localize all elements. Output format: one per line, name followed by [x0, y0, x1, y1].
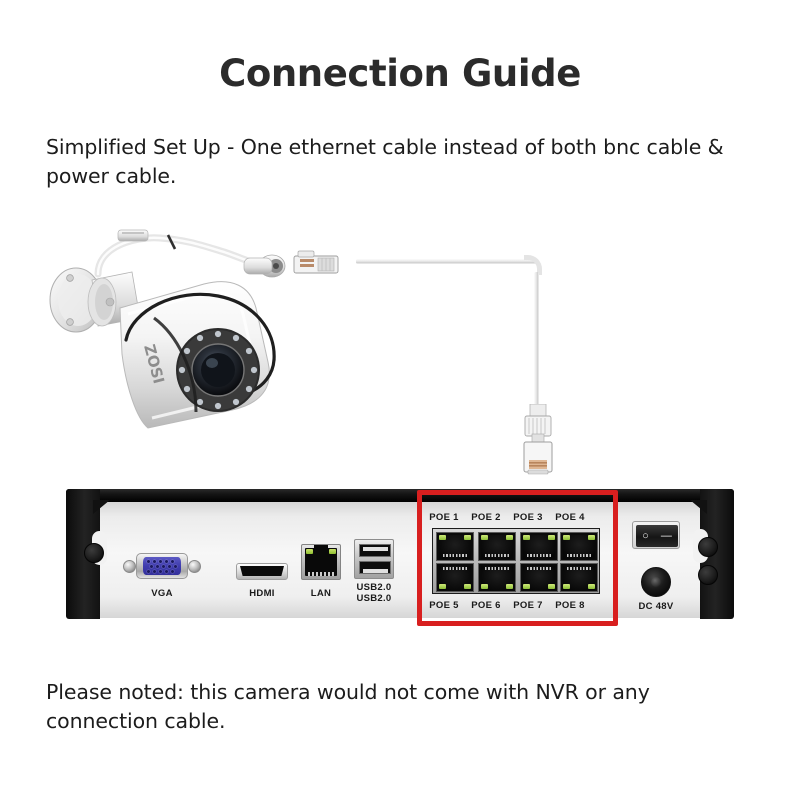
poe-label-1: POE 1	[429, 512, 459, 523]
hdmi-port[interactable]: HDMI	[216, 563, 308, 599]
poe-label-8: POE 8	[555, 600, 585, 611]
power-on-glyph: —	[660, 529, 672, 542]
nvr-left-chamfer	[93, 500, 110, 514]
camera-rj45-plug	[293, 250, 339, 274]
poe-label-7: POE 7	[513, 600, 543, 611]
nvr-end-rj45-plug	[516, 403, 560, 489]
lan-label: LAN	[310, 588, 332, 599]
mount-screw	[66, 318, 74, 326]
lan-led-left	[306, 549, 313, 554]
lan-led-right	[329, 549, 336, 554]
poe-jack-7[interactable]	[520, 563, 558, 592]
lan-port[interactable]: LAN	[275, 544, 367, 600]
usb-slot-upper[interactable]	[359, 544, 391, 557]
poe-jack-2[interactable]	[478, 532, 516, 561]
ethernet-cable-vertical	[534, 272, 539, 412]
nvr-right-bracket-screw-bottom	[698, 565, 718, 585]
poe-jack-block	[432, 528, 600, 594]
vga-thumbscrew-right	[188, 560, 201, 573]
nvr-right-chamfer	[690, 500, 707, 514]
poe-jack-3[interactable]	[520, 532, 558, 561]
hdmi-label: HDMI	[249, 588, 275, 599]
usb-label-line1: USB2.0	[356, 582, 392, 593]
footnote-text: Please noted: this camera would not come…	[46, 680, 650, 733]
page-title: Connection Guide	[219, 52, 581, 95]
pivot-screw	[105, 297, 115, 307]
usb-housing	[354, 539, 394, 579]
power-off-glyph: ○	[642, 529, 649, 542]
vga-connector-face	[143, 557, 181, 575]
poe-jack-8[interactable]	[560, 563, 598, 592]
poe-jack-5[interactable]	[436, 563, 474, 592]
power-switch[interactable]: ○ —	[632, 521, 680, 549]
poe-jack-1[interactable]	[436, 532, 474, 561]
vga-label: VGA	[151, 588, 173, 599]
nvr-right-bracket-screw-top	[698, 537, 718, 557]
power-switch-rocker[interactable]: ○ —	[636, 525, 678, 547]
inline-connector	[117, 229, 149, 242]
dc-jack-icon	[641, 567, 671, 597]
poe-label-4: POE 4	[555, 512, 585, 523]
ethernet-cable-bend	[524, 255, 542, 275]
ethernet-cable-horizontal	[356, 259, 538, 264]
sun-shield-edge	[124, 292, 276, 362]
poe-jack-6[interactable]	[478, 563, 516, 592]
poe-label-2: POE 2	[471, 512, 501, 523]
poe-port-group[interactable]: POE 1 POE 2 POE 3 POE 4	[426, 512, 606, 618]
usb-port-group[interactable]: USB2.0 USB2.0	[328, 539, 420, 607]
hdmi-connector-face	[240, 566, 284, 576]
bullet-camera-graphic: ZOSI	[49, 229, 339, 429]
vga-port[interactable]: VGA	[116, 553, 208, 599]
cable-tie	[166, 234, 177, 250]
nvr-rear-panel: VGA HDMI LAN	[66, 489, 734, 625]
poe-label-3: POE 3	[513, 512, 543, 523]
mount-screw	[66, 274, 74, 282]
nvr-top-trim	[66, 489, 734, 502]
subtitle-text: Simplified Set Up - One ethernet cable i…	[46, 135, 724, 188]
camera-illustration: ZOSI	[36, 222, 376, 432]
poe-jack-4[interactable]	[560, 532, 598, 561]
nvr-left-bracket-screw	[84, 543, 104, 563]
vga-thumbscrew-left	[123, 560, 136, 573]
usb-label-line2: USB2.0	[356, 593, 392, 604]
rj45-contact-pins	[308, 572, 334, 576]
dc-power-port[interactable]: DC 48V	[610, 567, 702, 613]
usb-slot-lower[interactable]	[359, 561, 391, 574]
poe-label-5: POE 5	[429, 600, 459, 611]
poe-label-6: POE 6	[471, 600, 501, 611]
dc-label: DC 48V	[638, 601, 674, 612]
lan-rj45-jack	[301, 544, 341, 580]
